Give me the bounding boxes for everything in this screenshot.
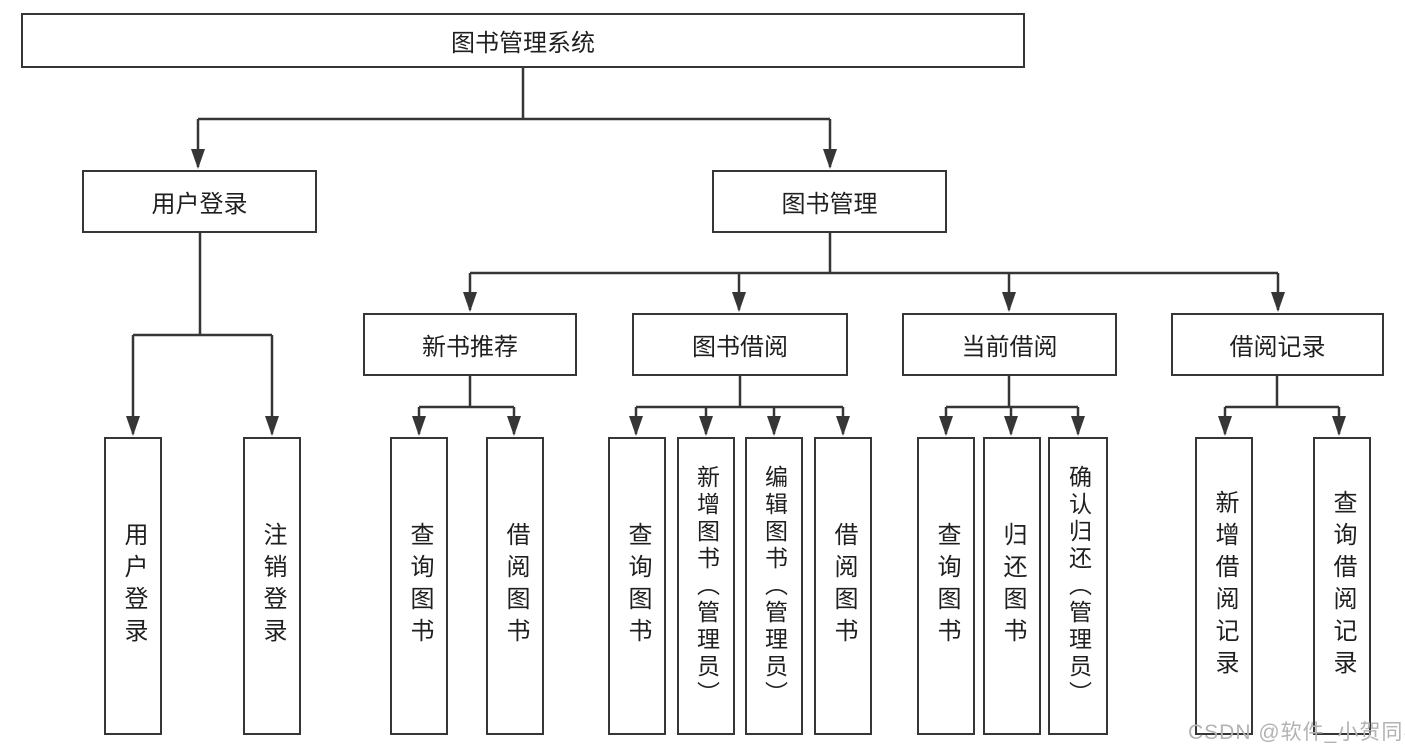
- leaf-borrow-books-recommend: 借阅图书: [486, 437, 544, 735]
- node-book-management: 图书管理: [712, 170, 947, 233]
- leaf-label: 新增借阅记录: [1211, 490, 1238, 682]
- leaf-label: 注销登录: [259, 522, 286, 650]
- leaf-label: 查询图书: [933, 522, 960, 650]
- leaf-add-borrow-record: 新增借阅记录: [1195, 437, 1253, 735]
- leaf-borrow-books-borrowing: 借阅图书: [814, 437, 872, 735]
- node-label: 图书借阅: [692, 334, 788, 361]
- watermark: CSDN @软件_小贺同学: [1188, 721, 1405, 744]
- node-label: 当前借阅: [961, 334, 1058, 361]
- node-book-borrowing: 图书借阅: [632, 313, 848, 376]
- leaf-edit-book-admin: 编辑图书（管理员）: [745, 437, 803, 735]
- node-label: 图书管理: [781, 191, 878, 218]
- leaf-label: 查询图书: [624, 522, 651, 650]
- node-library-management-system: 图书管理系统: [21, 13, 1025, 68]
- leaf-logout: 注销登录: [243, 437, 301, 735]
- leaf-label: 归还图书: [999, 522, 1026, 650]
- leaf-confirm-return-admin: 确认归还（管理员）: [1048, 437, 1108, 735]
- node-current-borrowing: 当前借阅: [902, 313, 1117, 376]
- leaf-label: 借阅图书: [830, 522, 857, 650]
- node-label: 新书推荐: [422, 334, 518, 361]
- leaf-user-login: 用户登录: [104, 437, 162, 735]
- node-label: 图书管理系统: [451, 30, 595, 57]
- node-label: 借阅记录: [1229, 334, 1326, 361]
- node-borrowing-records: 借阅记录: [1171, 313, 1384, 376]
- leaf-add-book-admin: 新增图书（管理员）: [677, 437, 735, 735]
- leaf-label: 查询图书: [406, 522, 433, 650]
- leaf-label: 查询借阅记录: [1329, 490, 1356, 682]
- leaf-label: 编辑图书（管理员）: [761, 464, 788, 708]
- leaf-label: 用户登录: [120, 522, 147, 650]
- node-new-book-recommendation: 新书推荐: [363, 313, 577, 376]
- leaf-query-books-current: 查询图书: [917, 437, 975, 735]
- leaf-query-borrow-record: 查询借阅记录: [1313, 437, 1371, 735]
- leaf-return-book: 归还图书: [983, 437, 1041, 735]
- leaf-label: 新增图书（管理员）: [693, 464, 720, 708]
- leaf-label: 借阅图书: [502, 522, 529, 650]
- node-user-login: 用户登录: [82, 170, 317, 233]
- leaf-query-books-borrowing: 查询图书: [608, 437, 666, 735]
- leaf-label: 确认归还（管理员）: [1065, 464, 1092, 708]
- leaf-query-books-recommend: 查询图书: [390, 437, 448, 735]
- node-label: 用户登录: [151, 191, 248, 218]
